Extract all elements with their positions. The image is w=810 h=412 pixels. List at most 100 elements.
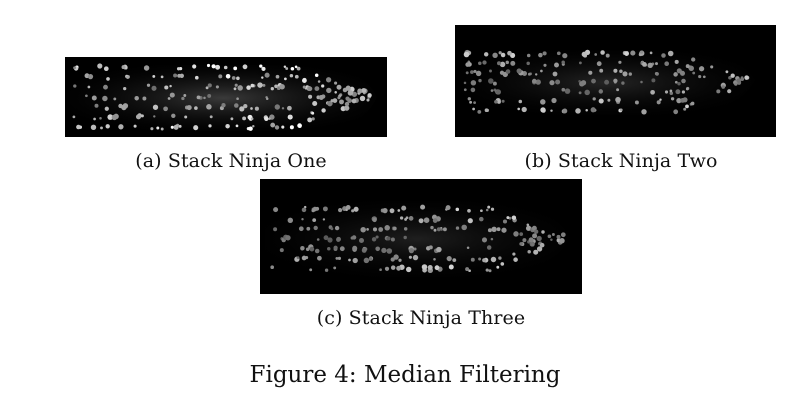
nucleus-speck: [649, 51, 653, 55]
nucleus-speck: [465, 267, 470, 272]
nucleus-speck: [681, 90, 685, 94]
nucleus-speck: [575, 108, 581, 114]
nucleus-speck: [526, 223, 530, 227]
nucleus-speck: [351, 209, 355, 213]
nucleus-speck: [133, 124, 137, 128]
nucleus-speck: [550, 109, 553, 112]
nucleus-speck: [150, 127, 154, 131]
nucleus-speck: [327, 100, 333, 107]
nucleus-speck: [309, 246, 315, 252]
nucleus-speck: [484, 108, 489, 113]
nucleus-speck: [599, 68, 604, 73]
nucleus-speck: [478, 61, 482, 66]
nucleus-speck: [500, 52, 506, 58]
nucleus-speck: [647, 62, 653, 69]
nucleus-speck: [489, 69, 492, 73]
nucleus-speck: [375, 235, 379, 239]
nucleus-speck: [502, 219, 508, 224]
nucleus-speck: [481, 237, 488, 243]
nucleus-speck: [487, 205, 491, 209]
nucleus-speck: [622, 71, 628, 77]
nucleus-speck: [262, 83, 266, 87]
nucleus-speck: [152, 104, 159, 110]
nucleus-speck: [152, 74, 156, 78]
nucleus-speck: [721, 85, 726, 89]
nucleus-speck: [442, 227, 447, 232]
subfigure-a-image: [65, 57, 387, 137]
nucleus-speck: [433, 228, 437, 232]
nucleus-speck: [469, 100, 473, 104]
nucleus-speck: [559, 238, 565, 244]
nucleus-speck: [284, 77, 287, 81]
nucleus-speck: [302, 78, 307, 83]
nucleus-speck: [539, 242, 545, 248]
nucleus-speck: [650, 89, 655, 95]
nucleus-speck: [488, 78, 494, 84]
nucleus-speck: [326, 87, 332, 94]
nucleus-speck: [308, 94, 313, 99]
nucleus-speck: [396, 265, 401, 271]
nucleus-speck: [579, 81, 585, 87]
nucleus-speck: [728, 75, 732, 80]
nucleus-speck: [461, 224, 467, 231]
nucleus-speck: [736, 78, 742, 84]
nucleus-speck: [357, 88, 363, 94]
nucleus-speck: [327, 246, 331, 251]
nucleus-speck: [215, 85, 219, 89]
nucleus-speck: [516, 68, 522, 74]
nucleus-speck: [209, 115, 213, 119]
nucleus-speck: [390, 265, 396, 270]
nucleus-speck: [347, 90, 354, 96]
nucleus-speck: [564, 88, 571, 94]
nucleus-speck: [94, 103, 99, 108]
nucleus-speck: [221, 103, 226, 108]
nucleus-speck: [433, 258, 436, 261]
nucleus-speck: [206, 63, 211, 68]
nucleus-speck: [615, 96, 621, 103]
nucleus-speck: [102, 95, 108, 102]
nucleus-speck: [314, 248, 320, 254]
nucleus-speck: [211, 64, 216, 69]
nucleus-speck: [334, 225, 340, 231]
nucleus-speck: [321, 108, 326, 113]
nucleus-speck: [281, 125, 285, 129]
nucleus-speck: [336, 84, 342, 90]
nucleus-speck: [181, 96, 185, 101]
nucleus-speck: [337, 96, 341, 100]
nucleus-speck: [521, 106, 527, 113]
nucleus-speck: [176, 67, 181, 71]
nucleus-speck: [605, 53, 610, 58]
nucleus-speck: [135, 114, 142, 120]
nucleus-speck: [134, 95, 139, 101]
nucleus-speck: [90, 124, 97, 130]
nucleus-speck: [543, 63, 547, 67]
nucleus-speck: [556, 51, 561, 56]
nucleus-speck: [519, 242, 523, 246]
nucleus-speck: [538, 52, 543, 58]
nucleus-speck: [315, 206, 320, 211]
nucleus-speck: [316, 238, 320, 241]
nucleus-speck: [345, 204, 351, 210]
nucleus-speck: [118, 124, 124, 130]
nucleus-speck: [386, 236, 391, 241]
nucleus-speck: [403, 227, 408, 231]
nucleus-speck: [531, 225, 537, 231]
nucleus-speck: [392, 226, 397, 231]
nucleus-speck: [673, 109, 679, 115]
nucleus-speck: [511, 215, 517, 220]
nucleus-speck: [619, 69, 623, 74]
nucleus-speck: [345, 96, 350, 101]
nucleus-speck: [616, 88, 620, 92]
nucleus-speck: [265, 96, 268, 99]
nucleus-speck: [344, 101, 350, 107]
nucleus-speck: [466, 246, 470, 249]
nucleus-speck: [716, 89, 721, 94]
nucleus-speck: [445, 205, 451, 211]
nucleus-speck: [399, 216, 404, 220]
nucleus-speck: [287, 217, 294, 224]
nucleus-speck: [455, 226, 460, 230]
nucleus-speck: [314, 73, 319, 78]
nucleus-speck: [275, 74, 280, 79]
nucleus-speck: [661, 53, 666, 58]
nucleus-speck: [322, 218, 326, 221]
